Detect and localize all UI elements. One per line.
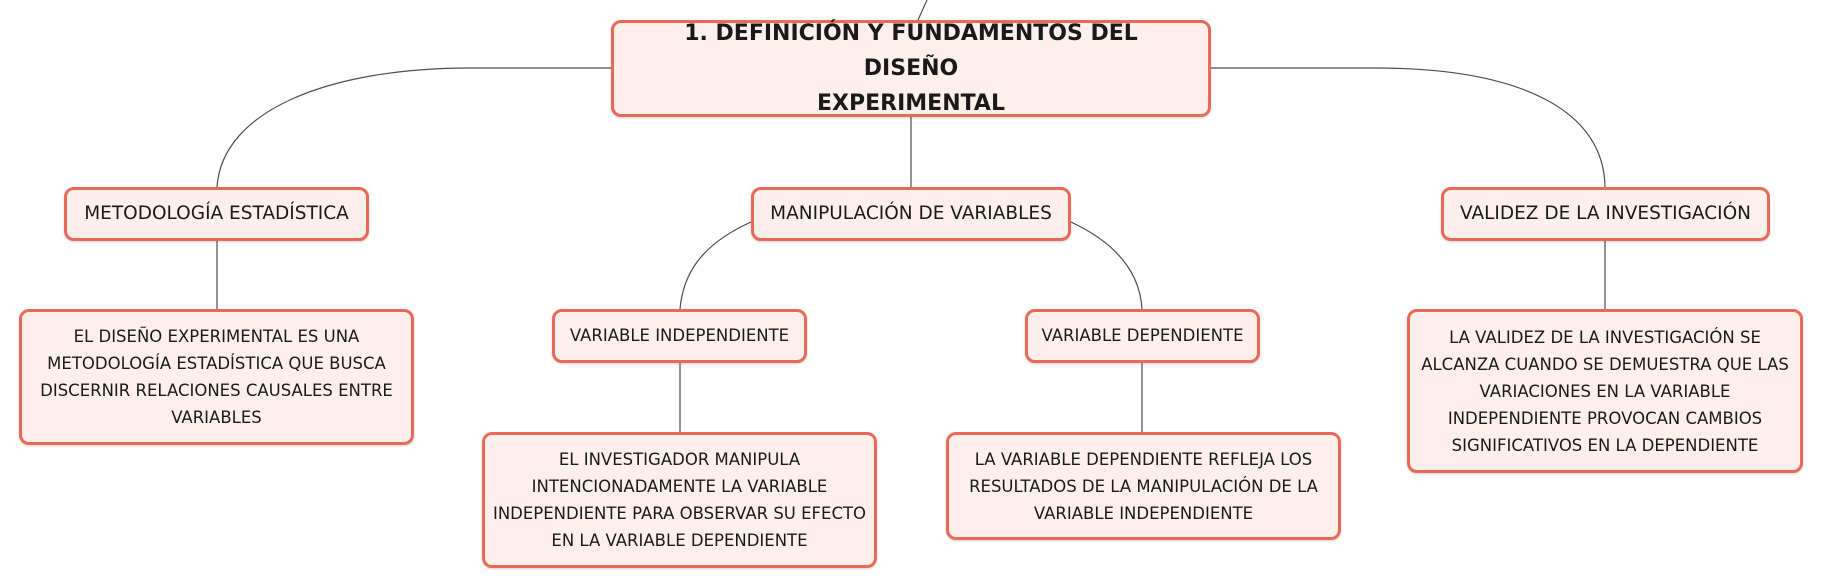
detail-line: LA VARIABLE DEPENDIENTE REFLEJA LOS: [974, 449, 1313, 469]
branch-label-metodologia: METODOLOGÍA ESTADÍSTICA: [84, 203, 349, 224]
detail-line: ALCANZA CUANDO SE DEMUESTRA QUE LAS: [1421, 354, 1789, 374]
detail-line: METODOLOGÍA ESTADÍSTICA QUE BUSCA: [47, 354, 386, 373]
detail-line: VARIABLES: [171, 408, 262, 427]
detail-text-metodologia: EL DISEÑO EXPERIMENTAL ES UNA METODOLOGÍ…: [40, 323, 393, 431]
subtopic-node-independiente[interactable]: VARIABLE INDEPENDIENTE: [552, 309, 807, 363]
connector-root-to-metodologia: [216, 67, 611, 188]
detail-node-independiente[interactable]: EL INVESTIGADOR MANIPULA INTENCIONADAMEN…: [482, 432, 877, 568]
detail-text-independiente: EL INVESTIGADOR MANIPULA INTENCIONADAMEN…: [493, 446, 866, 554]
connector-root-to-validez: [1211, 67, 1606, 188]
root-topic-line: 1. DEFINICIÓN Y FUNDAMENTOS DEL DISEÑO: [684, 21, 1138, 81]
branch-label-manipulacion: MANIPULACIÓN DE VARIABLES: [770, 203, 1052, 224]
detail-text-validez: LA VALIDEZ DE LA INVESTIGACIÓN SE ALCANZ…: [1421, 324, 1789, 459]
branch-node-metodologia[interactable]: METODOLOGÍA ESTADÍSTICA: [64, 187, 369, 241]
detail-line: INDEPENDIENTE PARA OBSERVAR SU EFECTO: [492, 504, 867, 523]
detail-line: LA VALIDEZ DE LA INVESTIGACIÓN SE: [1449, 327, 1761, 347]
root-topic-text: 1. DEFINICIÓN Y FUNDAMENTOS DEL DISEÑO E…: [638, 16, 1184, 121]
detail-line: VARIACIONES EN LA VARIABLE: [1479, 381, 1731, 401]
branch-node-validez[interactable]: VALIDEZ DE LA INVESTIGACIÓN: [1441, 187, 1770, 241]
detail-line: INDEPENDIENTE PROVOCAN CAMBIOS: [1447, 408, 1763, 428]
detail-node-metodologia[interactable]: EL DISEÑO EXPERIMENTAL ES UNA METODOLOGÍ…: [19, 309, 414, 445]
detail-line: EL DISEÑO EXPERIMENTAL ES UNA: [73, 327, 360, 346]
detail-line: EN LA VARIABLE DEPENDIENTE: [551, 531, 808, 550]
branch-node-manipulacion[interactable]: MANIPULACIÓN DE VARIABLES: [751, 187, 1071, 241]
root-topic-node[interactable]: 1. DEFINICIÓN Y FUNDAMENTOS DEL DISEÑO E…: [611, 20, 1211, 117]
detail-text-dependiente: LA VARIABLE DEPENDIENTE REFLEJA LOS RESU…: [969, 446, 1318, 527]
root-topic-line: EXPERIMENTAL: [817, 91, 1005, 116]
detail-node-dependiente[interactable]: LA VARIABLE DEPENDIENTE REFLEJA LOS RESU…: [946, 432, 1341, 540]
detail-line: DISCERNIR RELACIONES CAUSALES ENTRE: [40, 381, 393, 400]
detail-line: EL INVESTIGADOR MANIPULA: [558, 450, 801, 469]
connector-manipulacion-to-dependiente: [1070, 221, 1143, 310]
detail-line: SIGNIFICATIVOS EN LA DEPENDIENTE: [1451, 435, 1759, 455]
detail-node-validez[interactable]: LA VALIDEZ DE LA INVESTIGACIÓN SE ALCANZ…: [1407, 309, 1803, 473]
subtopic-node-dependiente[interactable]: VARIABLE DEPENDIENTE: [1025, 309, 1260, 363]
subtopic-label-dependiente: VARIABLE DEPENDIENTE: [1041, 326, 1244, 345]
connector-manipulacion-to-independiente: [679, 221, 752, 310]
branch-label-validez: VALIDEZ DE LA INVESTIGACIÓN: [1459, 203, 1752, 224]
detail-line: RESULTADOS DE LA MANIPULACIÓN DE LA: [969, 476, 1318, 496]
subtopic-label-independiente: VARIABLE INDEPENDIENTE: [569, 326, 790, 345]
detail-line: INTENCIONADAMENTE LA VARIABLE: [531, 477, 828, 496]
detail-line: VARIABLE INDEPENDIENTE: [1033, 503, 1254, 523]
